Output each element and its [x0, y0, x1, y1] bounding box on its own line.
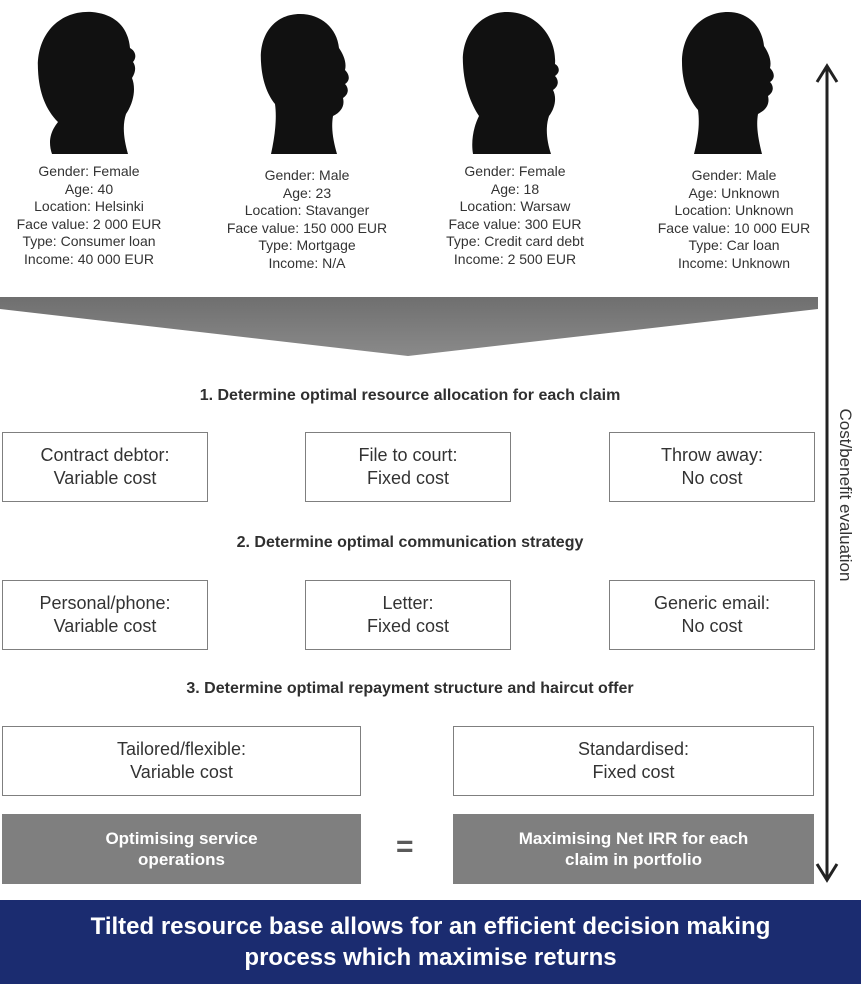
option-cost: Fixed cost [366, 616, 450, 636]
debtor-profile-4: Gender: Male Age: Unknown Location: Unkn… [639, 167, 829, 272]
option-file-to-court: File to court: Fixed cost [305, 432, 511, 502]
profile-age: Age: 18 [490, 180, 540, 197]
option-name: Throw away: [660, 445, 764, 465]
maximising-irr-box: Maximising Net IRR for each claim in por… [453, 814, 814, 884]
outcome-right-line2: claim in portfolio [565, 850, 702, 869]
outcome-right-line1: Maximising Net IRR for each [518, 829, 749, 848]
option-name: File to court: [358, 445, 458, 465]
profile-face-value: Face value: 150 000 EUR [226, 219, 388, 236]
cost-benefit-label: Cost/benefit evaluation [836, 408, 855, 582]
profile-type: Type: Consumer loan [22, 233, 156, 249]
profile-face-value: Face value: 10 000 EUR [657, 219, 811, 236]
option-letter: Letter: Fixed cost [305, 580, 511, 650]
option-cost: Fixed cost [366, 468, 450, 488]
profile-gender: Gender: Male [264, 167, 350, 183]
step-2-title: 2. Determine optimal communication strat… [236, 534, 584, 551]
profile-income: Income: N/A [268, 254, 346, 271]
optimising-service-box: Optimising service operations [2, 814, 361, 884]
option-contract-debtor: Contract debtor: Variable cost [2, 432, 208, 502]
option-cost: Variable cost [53, 616, 157, 636]
profile-gender: Gender: Female [38, 163, 140, 179]
profile-location: Location: Warsaw [459, 198, 571, 214]
option-cost: Variable cost [53, 468, 157, 488]
option-generic-email: Generic email: No cost [609, 580, 815, 650]
outcome-left-line1: Optimising service [105, 829, 258, 848]
option-name: Standardised: [577, 739, 690, 759]
profile-age: Age: Unknown [688, 184, 780, 201]
option-cost: Fixed cost [592, 762, 675, 782]
banner-line2: process which maximise returns [244, 944, 617, 971]
profile-face-value: Face value: 300 EUR [448, 215, 582, 232]
option-cost: Variable cost [130, 762, 233, 782]
male-head-icon [682, 12, 774, 154]
conclusion-banner: Tilted resource base allows for an effic… [0, 900, 861, 984]
debtor-profile-2: Gender: Male Age: 23 Location: Stavanger… [212, 167, 402, 272]
profile-location: Location: Stavanger [244, 202, 370, 218]
profile-type: Type: Car loan [688, 237, 780, 253]
profile-age: Age: 23 [282, 184, 332, 201]
step-1-title: 1. Determine optimal resource allocation… [199, 387, 621, 404]
male-head-icon [260, 14, 349, 154]
step-3-title: 3. Determine optimal repayment structure… [186, 680, 634, 697]
banner-line1: Tilted resource base allows for an effic… [90, 913, 771, 940]
option-name: Contract debtor: [40, 445, 170, 465]
profile-location: Location: Unknown [674, 202, 794, 218]
debtor-profile-3: Gender: Female Age: 18 Location: Warsaw … [420, 163, 610, 268]
profile-face-value: Face value: 2 000 EUR [16, 215, 162, 232]
funnel-arrow [0, 297, 818, 356]
profile-gender: Gender: Male [691, 167, 777, 183]
option-cost: No cost [681, 616, 743, 636]
option-throw-away: Throw away: No cost [609, 432, 815, 502]
option-name: Letter: [382, 593, 434, 613]
female-head-icon [462, 12, 559, 154]
profile-income: Income: 40 000 EUR [24, 250, 154, 267]
female-head-icon [37, 11, 136, 155]
debtor-profile-1: Gender: Female Age: 40 Location: Helsink… [0, 163, 184, 268]
profile-location: Location: Helsinki [34, 198, 144, 214]
profile-age: Age: 40 [64, 180, 114, 197]
profile-income: Income: 2 500 EUR [453, 250, 577, 267]
option-standardised: Standardised: Fixed cost [453, 726, 814, 796]
equals-sign: = [396, 830, 414, 863]
profile-type: Type: Mortgage [258, 237, 356, 253]
option-cost: No cost [681, 468, 743, 488]
option-name: Generic email: [653, 593, 771, 613]
option-personal-phone: Personal/phone: Variable cost [2, 580, 208, 650]
option-tailored-flexible: Tailored/flexible: Variable cost [2, 726, 361, 796]
profile-type: Type: Credit card debt [446, 233, 584, 249]
option-name: Tailored/flexible: [116, 739, 247, 759]
profile-gender: Gender: Female [464, 163, 566, 179]
double-arrow [815, 63, 839, 883]
profile-income: Income: Unknown [677, 254, 791, 271]
option-name: Personal/phone: [39, 593, 171, 613]
outcome-left-line2: operations [138, 850, 225, 869]
